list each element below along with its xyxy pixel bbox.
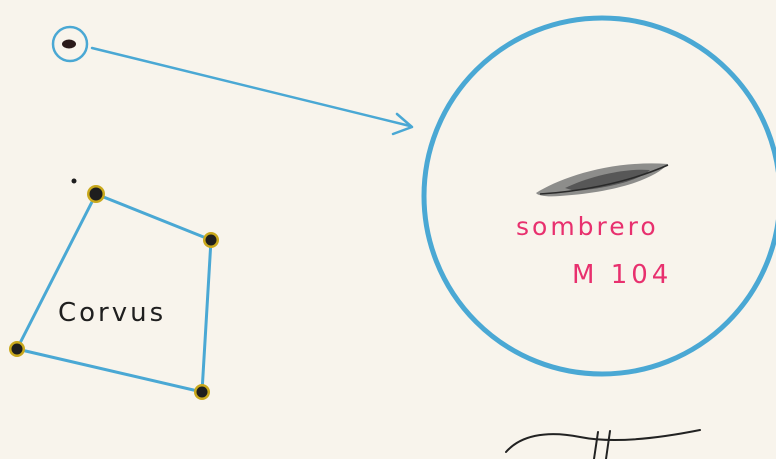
faint-star-icon [72, 179, 77, 184]
eyepiece-view-circle-icon [424, 18, 776, 374]
arrow-icon [92, 48, 412, 134]
signature-scribble [506, 430, 700, 459]
finder-marker-icon [53, 27, 87, 61]
constellation-lines [17, 194, 211, 392]
galaxy-smudge-icon [536, 163, 668, 196]
galaxy-name-label: sombrero [516, 212, 659, 241]
constellation-label: Corvus [58, 298, 166, 328]
constellation-stars [9, 179, 219, 401]
galaxy-catalog-label: M 104 [572, 260, 672, 290]
